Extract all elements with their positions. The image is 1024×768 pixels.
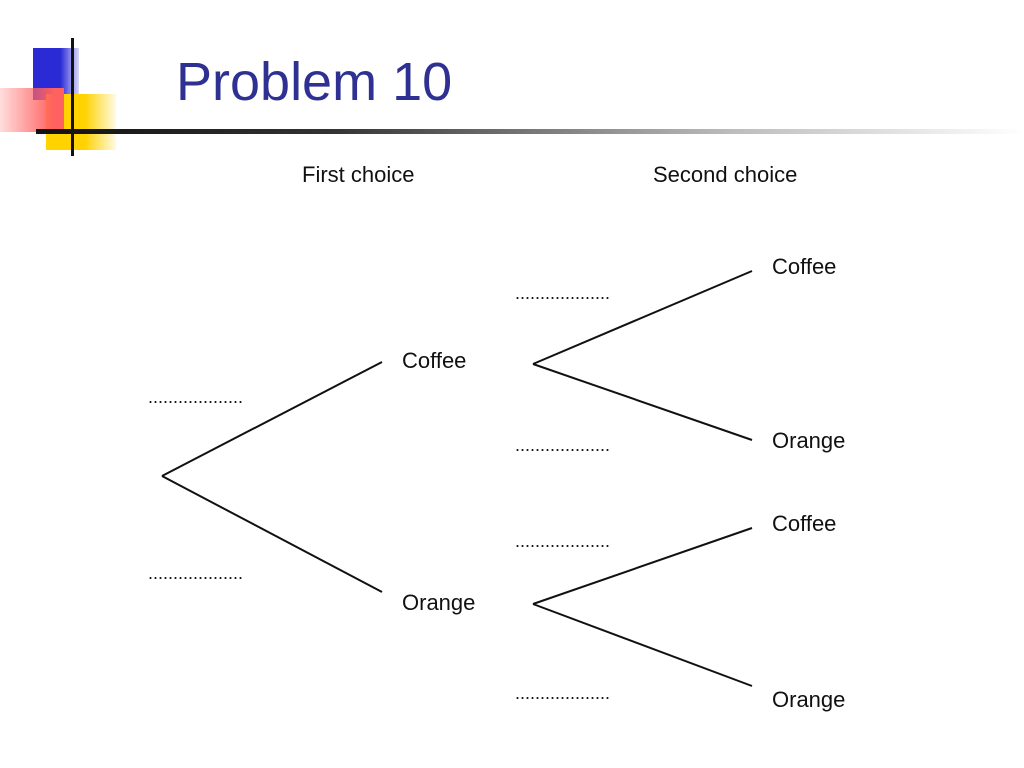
branch-root-coffee xyxy=(161,361,383,477)
second-choice-coffee-2: Coffee xyxy=(772,511,837,536)
logo-vertical-line xyxy=(71,38,74,156)
blank-coffee-coffee[interactable]: ................... xyxy=(515,283,611,303)
second-choice-orange-2: Orange xyxy=(772,687,846,712)
column-header-first-choice: First choice xyxy=(302,162,415,187)
second-choice-orange-1: Orange xyxy=(772,428,846,453)
column-header-second-choice: Second choice xyxy=(653,162,798,187)
logo-red-square xyxy=(0,88,64,132)
blank-orange-coffee[interactable]: ................... xyxy=(515,531,611,551)
branch-coffee-orange xyxy=(532,363,753,441)
first-choice-orange: Orange xyxy=(402,590,476,615)
title-underline xyxy=(36,129,1024,134)
blank-orange-orange[interactable]: ................... xyxy=(515,683,611,703)
blank-coffee-orange[interactable]: ................... xyxy=(515,435,611,455)
branch-orange-coffee xyxy=(532,527,753,605)
blank-root-orange[interactable]: ................... xyxy=(148,563,244,583)
blank-root-coffee[interactable]: ................... xyxy=(148,387,244,407)
slide-logo-icon xyxy=(0,0,140,160)
branch-root-orange xyxy=(161,475,383,593)
branch-orange-orange xyxy=(532,603,753,687)
page-title: Problem 10 xyxy=(176,52,453,112)
second-choice-coffee-1: Coffee xyxy=(772,254,837,279)
branch-coffee-coffee xyxy=(532,270,753,365)
first-choice-coffee: Coffee xyxy=(402,348,467,373)
